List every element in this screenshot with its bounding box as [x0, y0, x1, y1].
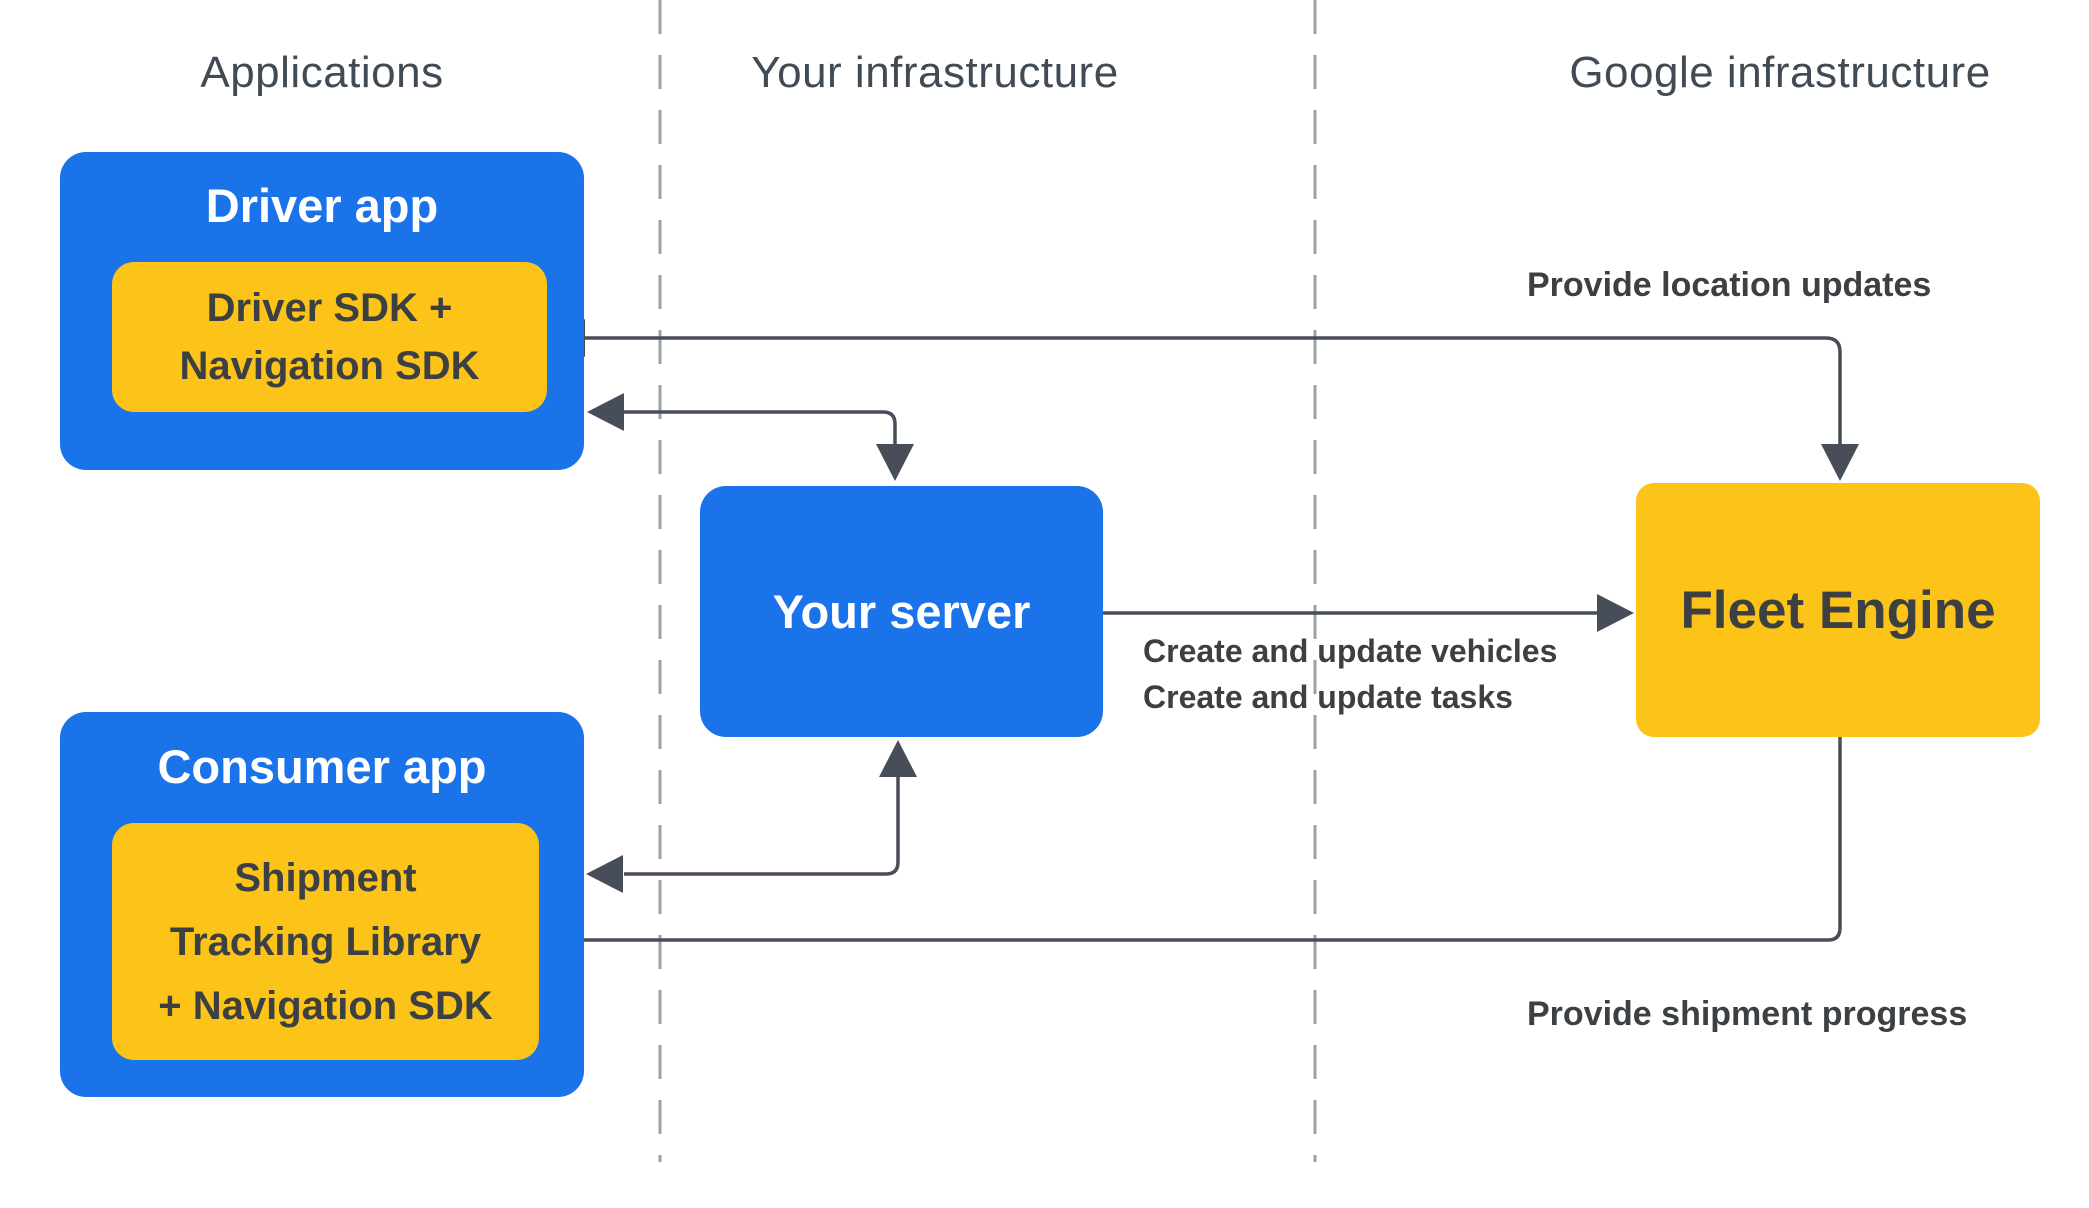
- driver-app-node: Driver app Driver SDK + Navigation SDK: [60, 152, 584, 470]
- driver-app-title: Driver app: [205, 178, 439, 232]
- label-create-update-vehicles: Create and update vehicles: [1143, 633, 1558, 669]
- column-header-google-infrastructure: Google infrastructure: [1569, 48, 1991, 97]
- edge-driver-app-your-server: [622, 410, 897, 446]
- your-server-title: Your server: [772, 585, 1031, 638]
- arrowhead-into-driver-app: [587, 393, 624, 431]
- arrowhead-into-consumer-app: [586, 855, 623, 893]
- driver-sdk-line-1: Driver SDK +: [206, 286, 453, 330]
- edge-fleet-engine-shipment-lib: [578, 737, 1842, 942]
- driver-sdk-node: Driver SDK + Navigation SDK: [112, 262, 547, 412]
- edge-driver-sdk-fleet-engine: [583, 336, 1842, 446]
- shipment-lib-line-2: Tracking Library: [169, 919, 482, 964]
- arrowhead-into-your-server-top: [876, 444, 914, 481]
- edge-your-server-consumer-app: [624, 776, 900, 876]
- label-provide-location-updates: Provide location updates: [1527, 266, 1932, 304]
- label-create-update-tasks: Create and update tasks: [1143, 679, 1513, 715]
- arrowhead-into-fleet-engine-left: [1597, 594, 1634, 632]
- fleet-engine-title: Fleet Engine: [1680, 580, 1996, 640]
- arrowhead-into-fleet-engine-top: [1821, 444, 1859, 481]
- your-server-node: Your server: [700, 486, 1103, 737]
- consumer-app-title: Consumer app: [157, 739, 487, 793]
- driver-sdk-line-2: Navigation SDK: [179, 344, 480, 388]
- label-create-and-update: Create and update vehicles Create and up…: [1143, 628, 1557, 720]
- label-provide-shipment-progress: Provide shipment progress: [1527, 995, 1968, 1033]
- fleet-engine-node: Fleet Engine: [1636, 483, 2040, 737]
- column-header-your-infrastructure: Your infrastructure: [751, 48, 1119, 97]
- shipment-lib-line-1: Shipment: [234, 855, 417, 900]
- consumer-app-node: Consumer app Shipment Tracking Library +…: [60, 712, 584, 1097]
- column-header-applications: Applications: [200, 48, 444, 97]
- shipment-lib-line-3: + Navigation SDK: [158, 983, 493, 1028]
- arrowhead-into-your-server-bottom: [879, 740, 917, 777]
- shipment-tracking-library-node: Shipment Tracking Library + Navigation S…: [112, 823, 539, 1060]
